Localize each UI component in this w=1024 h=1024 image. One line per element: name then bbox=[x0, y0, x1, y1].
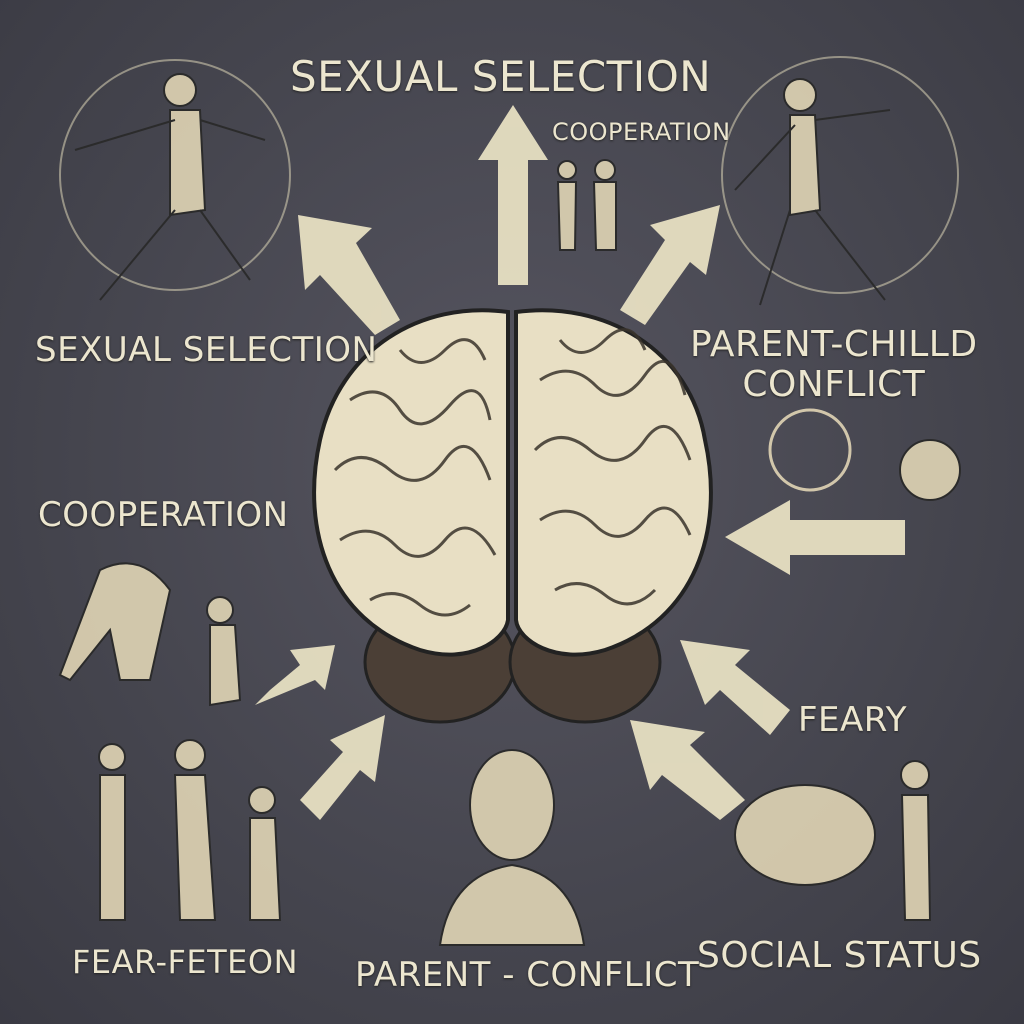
arrow-left-lower bbox=[255, 645, 335, 705]
top-title: SEXUAL SELECTION bbox=[290, 52, 712, 101]
arrow-left bbox=[725, 500, 905, 575]
arrow-upper-left bbox=[298, 215, 400, 335]
bottom-right-label: SOCIAL STATUS bbox=[697, 935, 982, 976]
crouching-figures bbox=[58, 562, 242, 707]
right-label-parent-child: PARENT-CHILLD CONFLICT bbox=[690, 325, 978, 405]
couple-figures bbox=[556, 159, 617, 251]
right-figure-circle bbox=[721, 56, 959, 294]
small-brain-icon bbox=[734, 784, 876, 886]
child-portrait bbox=[438, 749, 586, 946]
arrow-lower-right bbox=[630, 720, 745, 820]
arrow-lower-left bbox=[300, 715, 385, 820]
arrow-right-lower bbox=[680, 640, 790, 735]
arrow-up bbox=[478, 105, 548, 285]
running-man-figure-left bbox=[74, 73, 266, 301]
bottom-center-label: PARENT - CONFLICT bbox=[355, 955, 700, 995]
left-figure-circle bbox=[59, 59, 291, 291]
sphere-diagram bbox=[768, 408, 961, 501]
standing-child-right bbox=[900, 760, 932, 921]
right-label-feary: FEARY bbox=[798, 700, 908, 740]
bottom-left-label: FEAR-FETEON bbox=[72, 943, 299, 981]
top-subtitle: COOPERATION bbox=[552, 118, 731, 146]
left-label-sexual-selection: SEXUAL SELECTION bbox=[35, 330, 378, 370]
arrow-upper-right bbox=[620, 205, 720, 325]
right-label-line2: CONFLICT bbox=[742, 364, 926, 405]
archer-figure-right bbox=[734, 78, 891, 306]
right-label-line1: PARENT-CHILLD bbox=[690, 324, 978, 365]
left-label-cooperation: COOPERATION bbox=[38, 495, 289, 535]
children-figures bbox=[98, 739, 282, 921]
brain bbox=[312, 308, 713, 724]
